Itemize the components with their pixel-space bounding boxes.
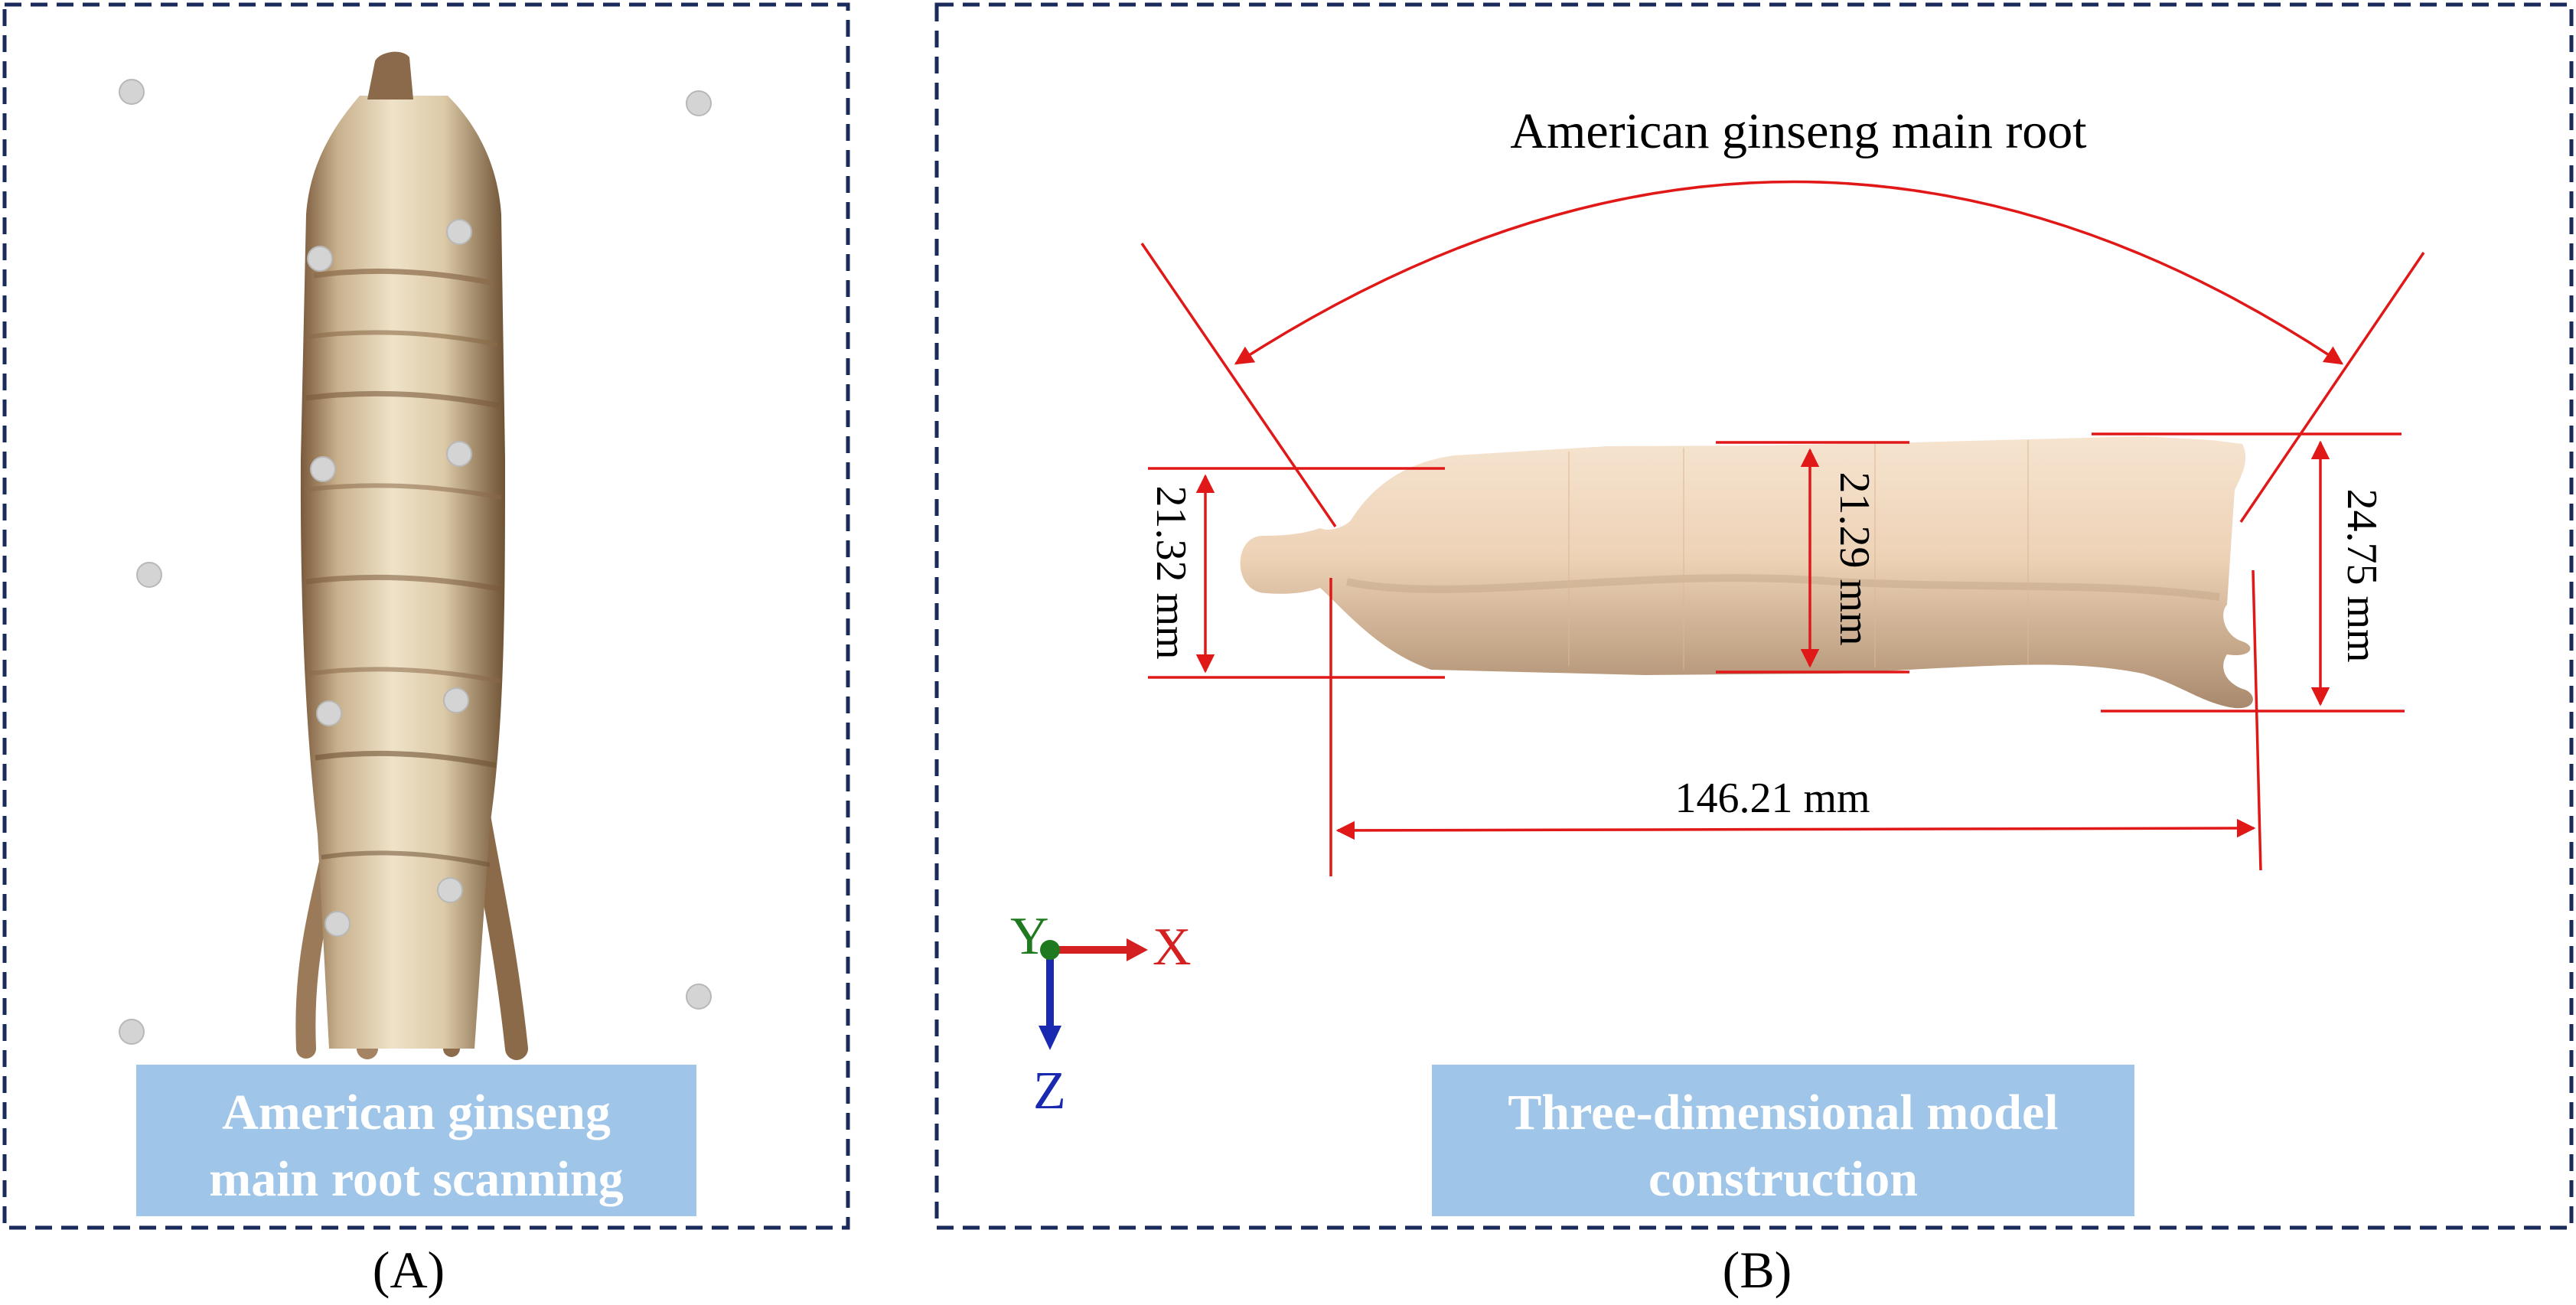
scan-marker xyxy=(443,687,469,713)
panel-b-frame xyxy=(934,2,2574,1230)
model-body xyxy=(1240,436,2253,709)
main-root-body xyxy=(300,96,505,1049)
panel-b-caption-line1: Three-dimensional model xyxy=(1508,1085,2058,1140)
panel-b-caption-line2: construction xyxy=(1648,1151,1918,1207)
scan-markers xyxy=(119,79,712,1045)
length-ext-right xyxy=(2252,569,2262,871)
x-axis-label: X xyxy=(1153,918,1192,977)
root-crown xyxy=(367,51,413,100)
panel-b-label: (B) xyxy=(1723,1241,1792,1299)
bark-ring xyxy=(304,483,502,500)
scan-marker xyxy=(307,246,333,272)
panel-b: American ginseng main root 21.32 mm 21.2… xyxy=(934,2,2574,1299)
right-diameter-label: 24.75 mm xyxy=(2338,488,2385,662)
bark-ring xyxy=(315,750,497,768)
middle-diameter-label: 21.29 mm xyxy=(1831,471,1878,645)
bark-ring xyxy=(309,667,501,683)
bark-ring xyxy=(321,850,491,867)
scan-marker xyxy=(437,877,463,903)
z-axis-arrowhead xyxy=(1039,1026,1061,1050)
panel-a-caption-line1: American ginseng xyxy=(222,1085,611,1140)
bark-ring xyxy=(305,390,500,409)
scan-marker xyxy=(119,1019,145,1045)
ginseng-root-photo xyxy=(295,51,528,1060)
scan-marker xyxy=(324,911,351,937)
panel-b-caption-box xyxy=(1432,1065,2134,1216)
extent-arc xyxy=(1234,180,2344,365)
scan-marker xyxy=(136,562,162,588)
x-axis-arrowhead xyxy=(1127,938,1148,961)
scan-marker xyxy=(119,79,145,105)
scan-marker xyxy=(686,90,712,116)
z-axis-label: Z xyxy=(1033,1062,1066,1121)
scan-marker xyxy=(446,441,472,467)
root-3d-model xyxy=(1240,436,2253,709)
axis-origin xyxy=(1040,940,1060,960)
panel-a-frame xyxy=(2,2,850,1230)
left-diameter-label: 21.32 mm xyxy=(1147,485,1195,659)
scan-marker xyxy=(446,219,472,245)
model-shading xyxy=(1345,574,2220,601)
bark-ring xyxy=(307,330,498,347)
axis-indicator: Y X Z xyxy=(1010,907,1192,1121)
bark-ring xyxy=(305,574,503,592)
length-label: 146.21 mm xyxy=(1674,775,1870,822)
bark-ring xyxy=(313,268,494,286)
panel-a: American ginseng main root scanning (A) xyxy=(2,2,850,1299)
panel-a-caption-box xyxy=(136,1065,696,1216)
panel-a-label: (A) xyxy=(373,1241,445,1299)
scan-marker xyxy=(310,456,336,482)
length-dim-line xyxy=(1335,818,2256,840)
scan-marker xyxy=(316,700,342,726)
y-axis-label: Y xyxy=(1010,907,1049,966)
arc-extension-right xyxy=(2239,252,2425,523)
panel-b-title: American ginseng main root xyxy=(1510,103,2086,159)
panel-a-caption-line2: main root scanning xyxy=(209,1151,624,1207)
arc-extension-left xyxy=(1140,243,1337,527)
scan-marker xyxy=(686,984,712,1010)
